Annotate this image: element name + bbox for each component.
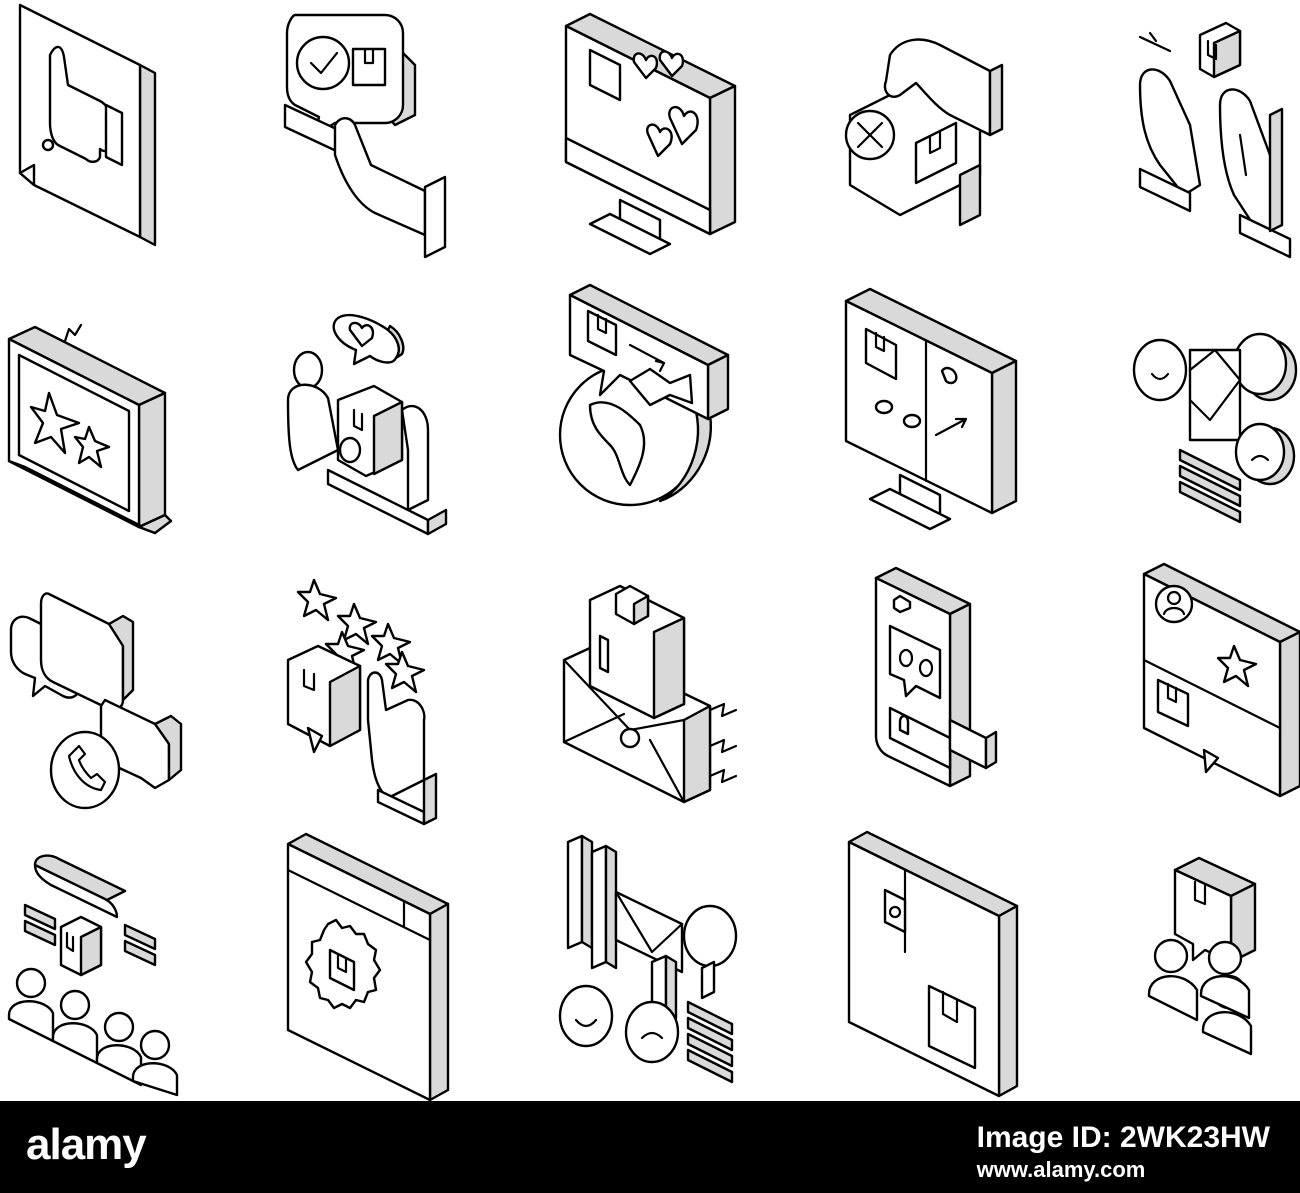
- image-meta: Image ID: 2WK23HW www.alamy.com: [977, 1119, 1270, 1183]
- image-id: Image ID: 2WK23HW: [976, 1121, 1270, 1154]
- smartphone-chat-review-icon: [870, 566, 1070, 800]
- hand-rating-stars-package-icon: [278, 578, 478, 826]
- watermark-footer: alamy Image ID: 2WK23HW www.alamy.com: [0, 1101, 1300, 1193]
- alamy-logo: alamy: [26, 1120, 147, 1169]
- hand-holding-package-approved-icon: [275, 5, 475, 259]
- customers-package-icon: [1145, 856, 1300, 1090]
- phone-support-chat-icon: [5, 590, 205, 820]
- site-url: www.alamy.com: [976, 1157, 1146, 1182]
- monitor-package-analytics-icon: [840, 287, 1040, 531]
- courier-holding-box-heart-icon: [278, 310, 478, 540]
- card-customer-star-review-icon: [1138, 560, 1300, 798]
- laptop-star-rating-icon: [5, 315, 205, 545]
- group-customers-package-icon: [5, 854, 205, 1097]
- thumbs-up-document-icon: [10, 3, 210, 247]
- hands-delivering-package-icon: [1130, 21, 1300, 259]
- monitor-package-hearts-icon: [560, 12, 760, 256]
- icon-grid: [5, 3, 1300, 1102]
- chart-emoji-feedback-icon: [558, 832, 762, 1084]
- globe-delivery-chat-icon: [558, 283, 760, 515]
- hand-package-rejected-icon: [840, 35, 1040, 265]
- envelope-package-icon: [560, 580, 760, 810]
- package-shipping-document-icon: [845, 830, 1045, 1098]
- emoji-feedback-circles-icon: [1130, 330, 1300, 560]
- browser-package-settings-icon: [284, 832, 484, 1102]
